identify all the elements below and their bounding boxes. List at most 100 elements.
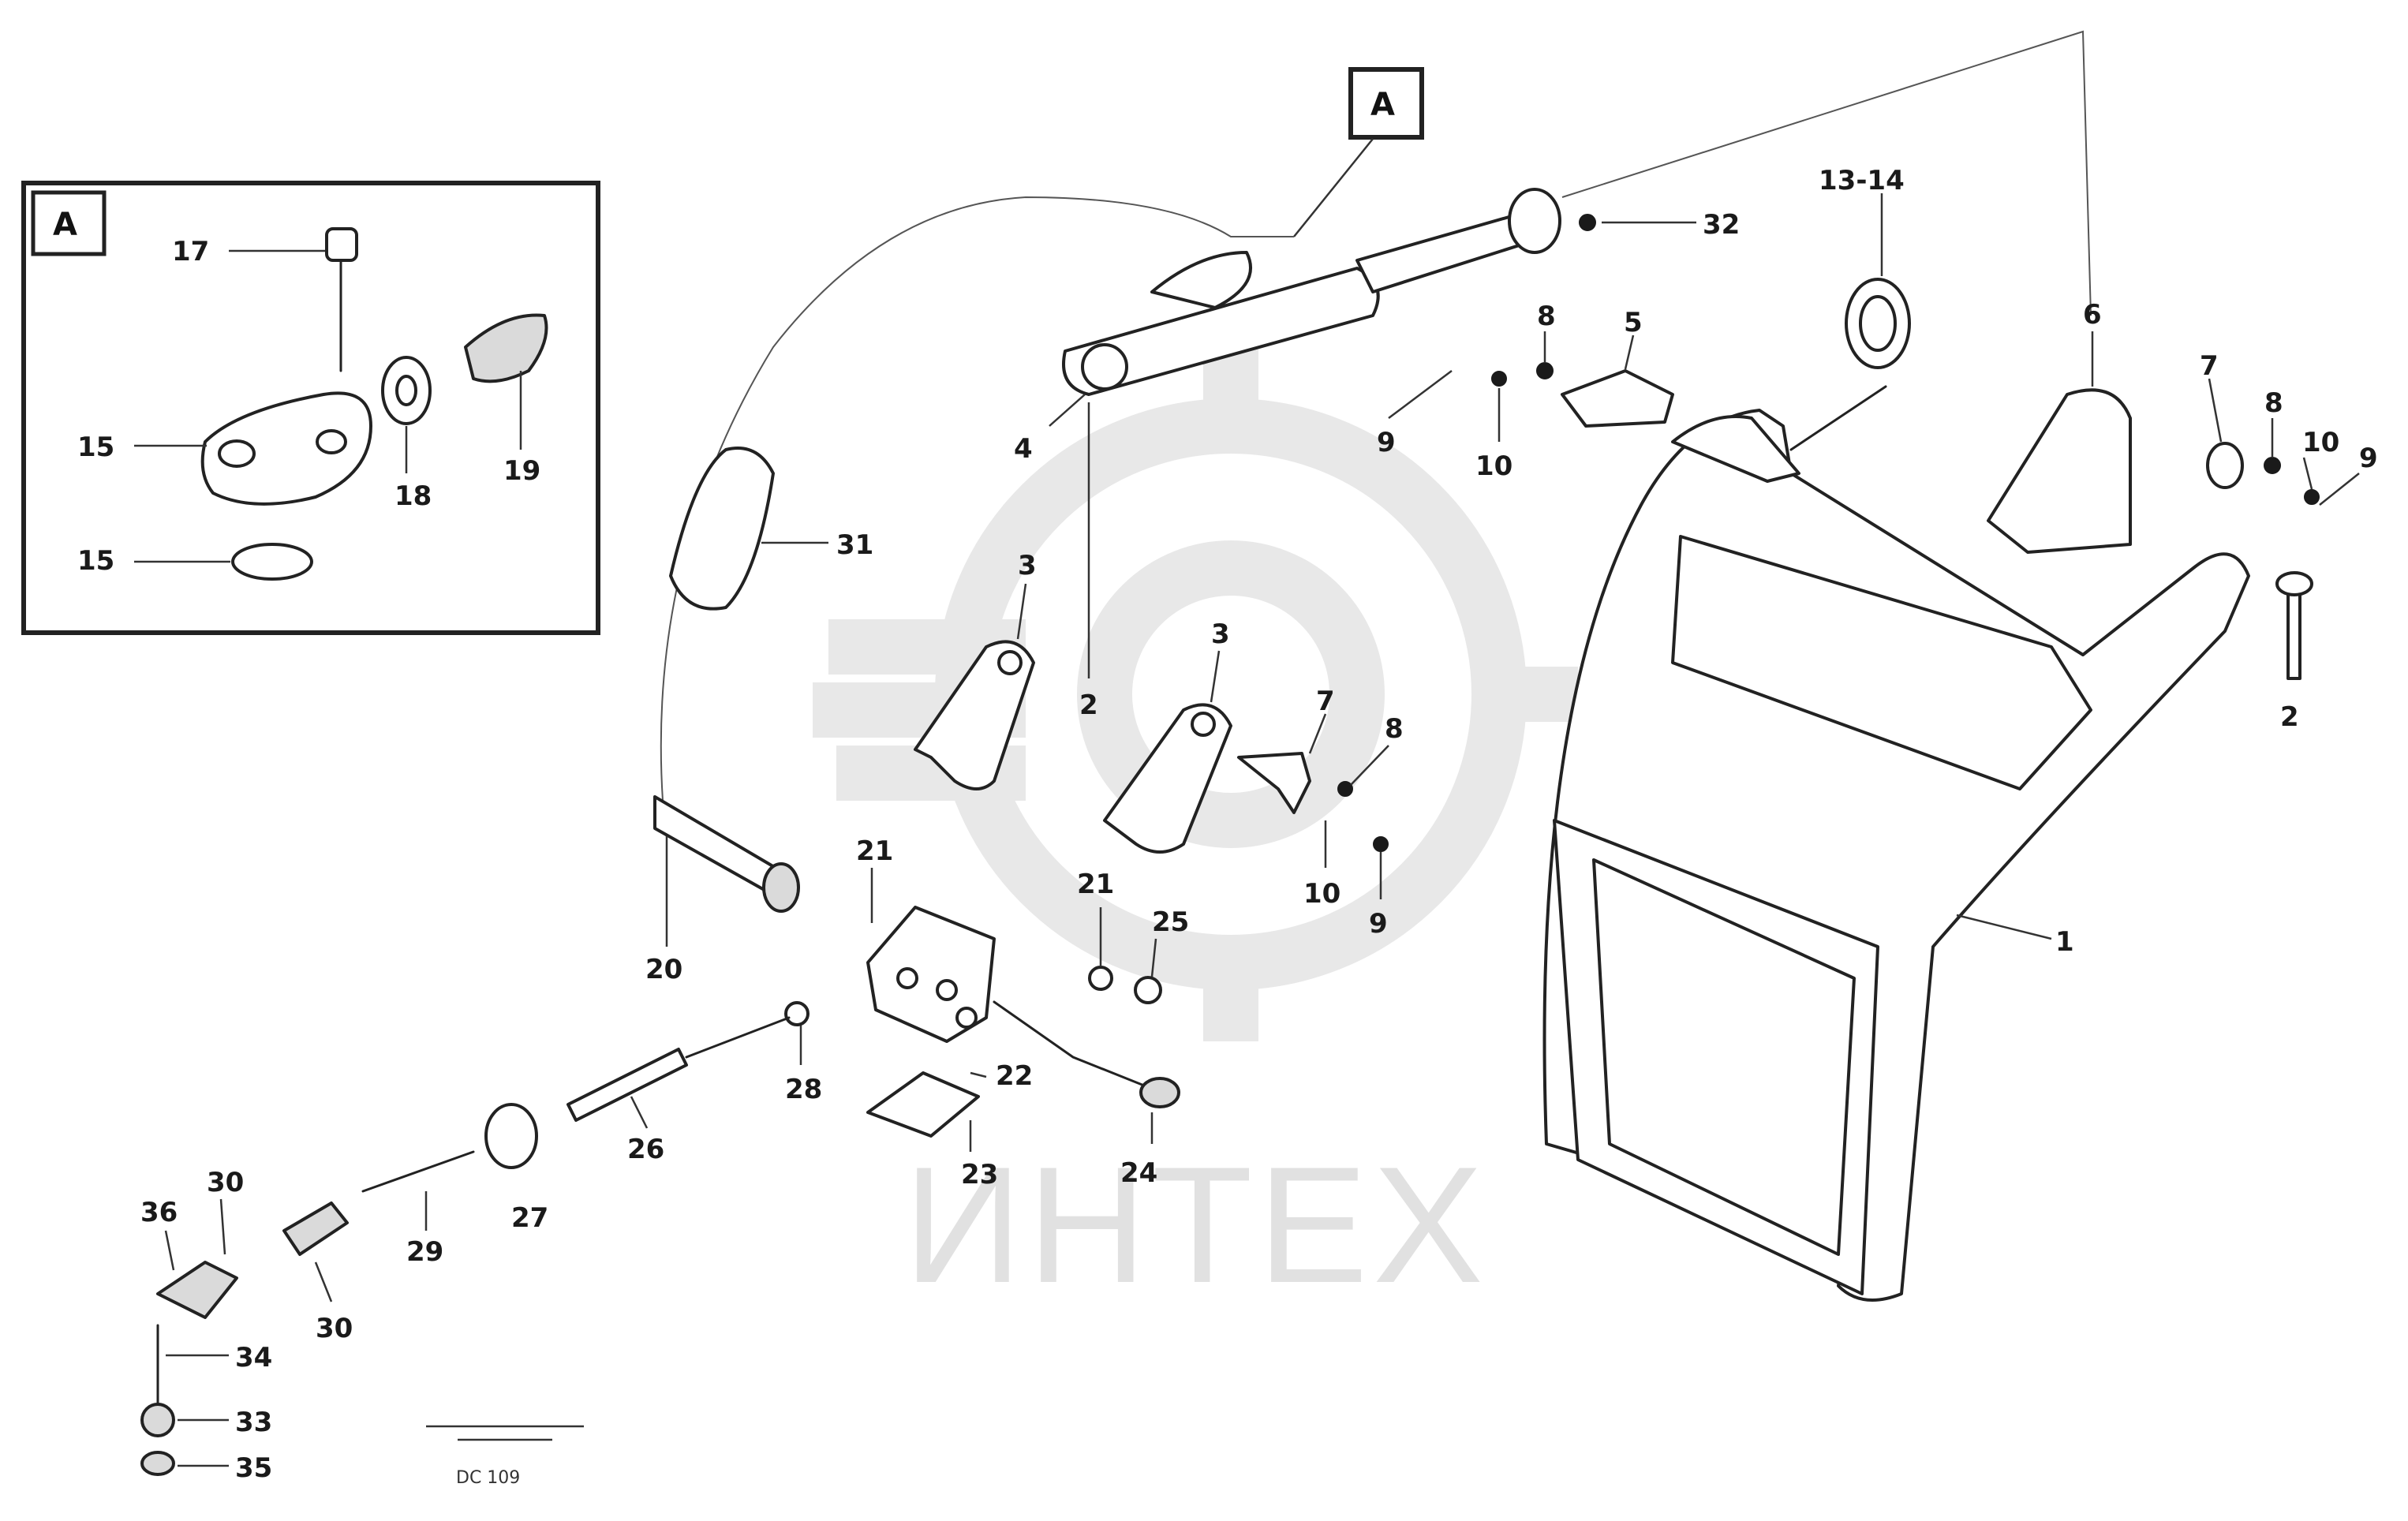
bolt-10a	[1491, 371, 1507, 387]
label-18: 18	[394, 480, 432, 512]
label-3a: 3	[1018, 550, 1037, 581]
label-35: 35	[235, 1452, 272, 1484]
fasteners-right: 7 8 10 9 2 2	[1079, 350, 2378, 733]
callout-a-leader	[1293, 138, 1374, 237]
pipe-29	[361, 1150, 475, 1193]
label-22: 22	[996, 1060, 1033, 1092]
bracket-15-shape	[200, 391, 372, 506]
bracket-right	[1987, 388, 2132, 554]
label-15a: 15	[77, 432, 114, 463]
panel-1-top-face	[1671, 535, 2092, 790]
leader-3b	[1210, 650, 1221, 703]
bracket-15-hole	[218, 439, 256, 468]
label-30: 30	[316, 1313, 353, 1344]
footer-code: DC 109	[456, 1468, 520, 1488]
valve-assembly: 20 21 22 23 24 21 25 28 26 27 29	[140, 795, 1189, 1484]
washer-18-inner	[395, 375, 417, 406]
label-26: 26	[627, 1134, 664, 1165]
label-19: 19	[503, 455, 540, 487]
label-20: 20	[645, 954, 682, 985]
label-24: 24	[1120, 1157, 1157, 1189]
panel-1-window	[1592, 858, 1856, 1256]
leader-7b	[1308, 713, 1327, 754]
label-10a: 10	[1475, 450, 1512, 482]
watermark-text: ИНТЕХ	[903, 1132, 1488, 1317]
lamp-31: 31	[669, 447, 873, 611]
label-28: 28	[785, 1074, 822, 1105]
washer-9b	[1373, 836, 1389, 852]
rod-4-end	[1508, 188, 1561, 254]
detail-box-tag	[31, 190, 107, 256]
label-33: 33	[235, 1407, 272, 1438]
callout-a-label: A	[1370, 87, 1395, 123]
label-9b: 9	[1369, 908, 1388, 940]
label-7b: 7	[1316, 686, 1335, 717]
label-3b: 3	[1211, 618, 1230, 650]
pipe-26-link	[685, 1016, 791, 1059]
leader-9a	[1388, 370, 1453, 419]
label-9a: 9	[1377, 427, 1396, 458]
leader-3a	[1016, 583, 1027, 640]
fitting-30	[282, 1201, 349, 1256]
leader-8b	[1350, 745, 1389, 786]
label-9c: 9	[2359, 443, 2378, 474]
leader-4	[1049, 394, 1086, 427]
gasket-23	[866, 1071, 980, 1138]
bolt-2b	[2286, 582, 2301, 680]
ring-27	[484, 1103, 538, 1169]
nut-8a	[1536, 362, 1554, 379]
bracket-3a	[914, 640, 1035, 790]
leader-26	[630, 1096, 649, 1129]
detail-box-frame	[21, 181, 600, 635]
washer-7a	[2206, 442, 2244, 489]
detail-box-tag-label: A	[53, 207, 77, 243]
clip-7b	[1237, 752, 1311, 814]
label-4: 4	[1014, 433, 1033, 465]
label-27: 27	[511, 1202, 548, 1234]
nut-8b	[1337, 781, 1353, 797]
bracket-3b	[1103, 703, 1232, 854]
panel-1-hinge	[1671, 415, 1800, 483]
bolt-17-head	[325, 227, 358, 262]
hose-20-end	[762, 862, 800, 913]
label-5: 5	[1624, 307, 1643, 338]
lamp-19	[464, 313, 548, 383]
label-21b: 21	[1077, 869, 1114, 900]
ring-16	[231, 543, 313, 581]
label-10b: 10	[1303, 878, 1340, 910]
leader-22	[970, 1071, 987, 1078]
body-outline-guide	[660, 196, 1294, 802]
label-8c: 8	[2264, 387, 2283, 419]
label-34: 34	[235, 1342, 272, 1373]
bracket-5	[1561, 369, 1674, 428]
valve-port-2	[936, 979, 958, 1001]
cap-35	[140, 1451, 175, 1476]
bracket-3b-hole	[1191, 712, 1216, 737]
label-31: 31	[836, 529, 873, 561]
rod-4-eye	[1081, 343, 1128, 391]
elbow-36	[156, 1261, 238, 1319]
label-7a: 7	[2200, 350, 2219, 382]
pipe-to-24	[993, 1000, 1154, 1090]
label-15b: 15	[77, 545, 114, 577]
bolt-2b-head	[2275, 571, 2313, 596]
label-6: 6	[2083, 299, 2102, 331]
leader-7a	[2208, 378, 2223, 443]
fasteners-top: 9 10 8 5	[1377, 301, 1674, 482]
label-2b: 2	[2280, 701, 2299, 733]
callout-a: A	[1293, 67, 1424, 237]
leader-36	[164, 1230, 175, 1271]
bracket-3a-hole	[997, 650, 1023, 675]
valve-port-3	[955, 1007, 978, 1029]
bracket-15-hole-2	[316, 429, 347, 454]
label-17: 17	[172, 236, 209, 267]
label-10c: 10	[2302, 427, 2339, 458]
watermark: ИНТЕХ	[813, 331, 1578, 1317]
nut-33	[140, 1403, 175, 1437]
detail-view-a: A 17 15 15 18 19	[21, 181, 600, 635]
brackets-3: 3 3	[914, 550, 1232, 854]
seal-guide-arrow	[1789, 385, 1887, 451]
nut-8c	[2264, 457, 2281, 474]
pipe-26	[566, 1048, 688, 1122]
